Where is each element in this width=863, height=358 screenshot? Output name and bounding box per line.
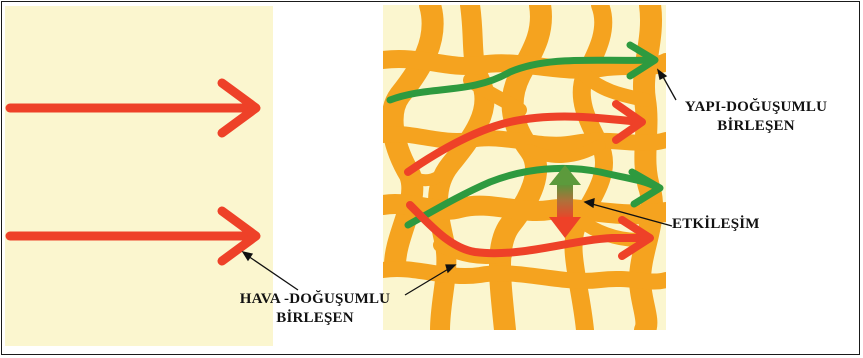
airborne-label: HAVA -DOĞUŞUMLU BİRLEŞEN — [200, 290, 430, 328]
structure-borne-label: YAPI-DOĞUŞUMLU BİRLEŞEN — [676, 98, 836, 136]
porous-panel — [383, 5, 666, 330]
structure-borne-label-line1: YAPI-DOĞUŞUMLU — [676, 98, 836, 117]
interaction-label-text: ETKİLEŞİM — [672, 215, 782, 234]
structure-borne-label-line2: BİRLEŞEN — [676, 117, 836, 136]
airborne-label-line1: HAVA -DOĞUŞUMLU — [200, 290, 430, 309]
airborne-label-line2: BİRLEŞEN — [200, 309, 430, 328]
interaction-label: ETKİLEŞİM — [672, 215, 782, 234]
